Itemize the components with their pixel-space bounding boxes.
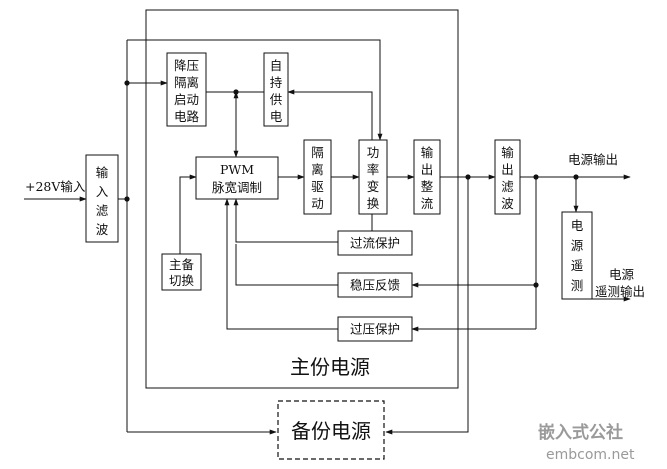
junction-dot [533, 174, 539, 180]
output-filter-char: 波 [501, 196, 514, 211]
input-filter-char: 入 [96, 184, 109, 199]
remote-sense-char: 源 [571, 238, 584, 253]
output-filter-block: 输 出 滤 波 [494, 139, 521, 215]
input-label: +28V输入 [25, 179, 86, 194]
overvoltage-protection-block: 过压保护 [337, 316, 413, 342]
output-rectifier-block: 输 出 整 流 [413, 139, 441, 215]
watermark-cn: 嵌入式公社 [538, 422, 623, 443]
power-conv-to-self-supply-wire [287, 89, 373, 140]
junction-dot [124, 196, 130, 202]
overvoltage-to-pwm-wire [224, 198, 338, 330]
input-filter-char: 输 [96, 165, 109, 180]
pwm-subtitle: 脉宽调制 [212, 180, 262, 195]
overcurrent-label: 过流保护 [350, 236, 400, 251]
power-conversion-char: 变 [367, 179, 380, 194]
junction-dot [233, 89, 239, 95]
main-supply-label: 主份电源 [290, 355, 370, 379]
buck-start-line: 降压 [174, 58, 199, 73]
overcurrent-protection-block: 过流保护 [337, 230, 413, 256]
output-rectifier-char: 整 [421, 179, 434, 194]
power-conversion-char: 换 [367, 196, 380, 211]
power-output-label: 电源输出 [568, 152, 618, 167]
output-rectifier-char: 出 [421, 162, 434, 177]
output-rectifier-char: 流 [421, 196, 434, 211]
isolation-drive-char: 动 [311, 196, 324, 211]
buck-start-line: 电路 [174, 109, 200, 124]
output-filter-char: 输 [501, 145, 514, 160]
junction-dot [533, 282, 539, 288]
backup-to-output-wire [385, 177, 469, 435]
self-supply-char: 供 [270, 92, 283, 107]
regulation-label: 稳压反馈 [350, 278, 400, 293]
output-rectifier-char: 输 [421, 145, 434, 160]
input-to-power-conv-wire [127, 39, 383, 141]
watermark-url: embcom.net [546, 447, 635, 463]
backup-supply-block: 备份电源 [277, 400, 385, 460]
power-conversion-char: 功 [367, 145, 380, 160]
input-filter-char: 滤 [96, 203, 109, 218]
junction-dot [465, 174, 471, 180]
power-conversion-block: 功 率 变 换 [358, 139, 388, 215]
remote-sense-char: 测 [571, 278, 584, 293]
junction-dot [573, 174, 579, 180]
remote-sense-block: 电 源 遥 测 [561, 211, 593, 300]
pwm-title: PWM [220, 162, 254, 177]
remote-sense-char: 遥 [571, 258, 584, 273]
buck-start-line: 启动 [174, 92, 199, 107]
self-supply-char: 自 [270, 58, 283, 73]
remote-sense-char: 电 [571, 218, 584, 233]
self-supply-char: 持 [270, 75, 283, 90]
isolation-drive-char: 离 [311, 162, 324, 177]
junction-dot [124, 80, 130, 86]
main-backup-switch-block: 主备 切换 [161, 253, 202, 291]
pwm-block: PWM 脉宽调制 [195, 156, 279, 200]
output-filter-char: 滤 [501, 179, 514, 194]
buck-start-block: 降压 隔离 启动 电路 [166, 52, 207, 127]
isolation-drive-char: 隔 [311, 145, 324, 160]
regulation-to-pwm-wire [235, 244, 338, 286]
backup-supply-label: 备份电源 [291, 419, 371, 443]
isolation-drive-block: 隔 离 驱 动 [303, 139, 332, 215]
overvoltage-label: 过压保护 [350, 322, 400, 337]
switch-line: 主备 [169, 257, 195, 272]
buck-start-line: 隔离 [174, 75, 199, 90]
remote-output-label-2: 遥测输出 [595, 284, 645, 299]
output-filter-char: 出 [501, 162, 514, 177]
remote-output-label-1: 电源 [609, 267, 635, 282]
isolation-drive-char: 驱 [311, 179, 324, 194]
input-filter-block: 输 入 滤 波 [85, 154, 119, 243]
input-filter-char: 波 [96, 222, 109, 237]
switch-line: 切换 [169, 273, 195, 288]
regulation-feedback-block: 稳压反馈 [337, 272, 413, 298]
self-supply-char: 电 [270, 109, 283, 124]
power-conversion-char: 率 [367, 162, 380, 177]
switch-to-pwm-wire [179, 174, 197, 254]
overcurrent-to-pwm-wire [233, 198, 338, 243]
main-supply-frame [145, 9, 459, 389]
self-supply-block: 自 持 供 电 [263, 52, 289, 127]
